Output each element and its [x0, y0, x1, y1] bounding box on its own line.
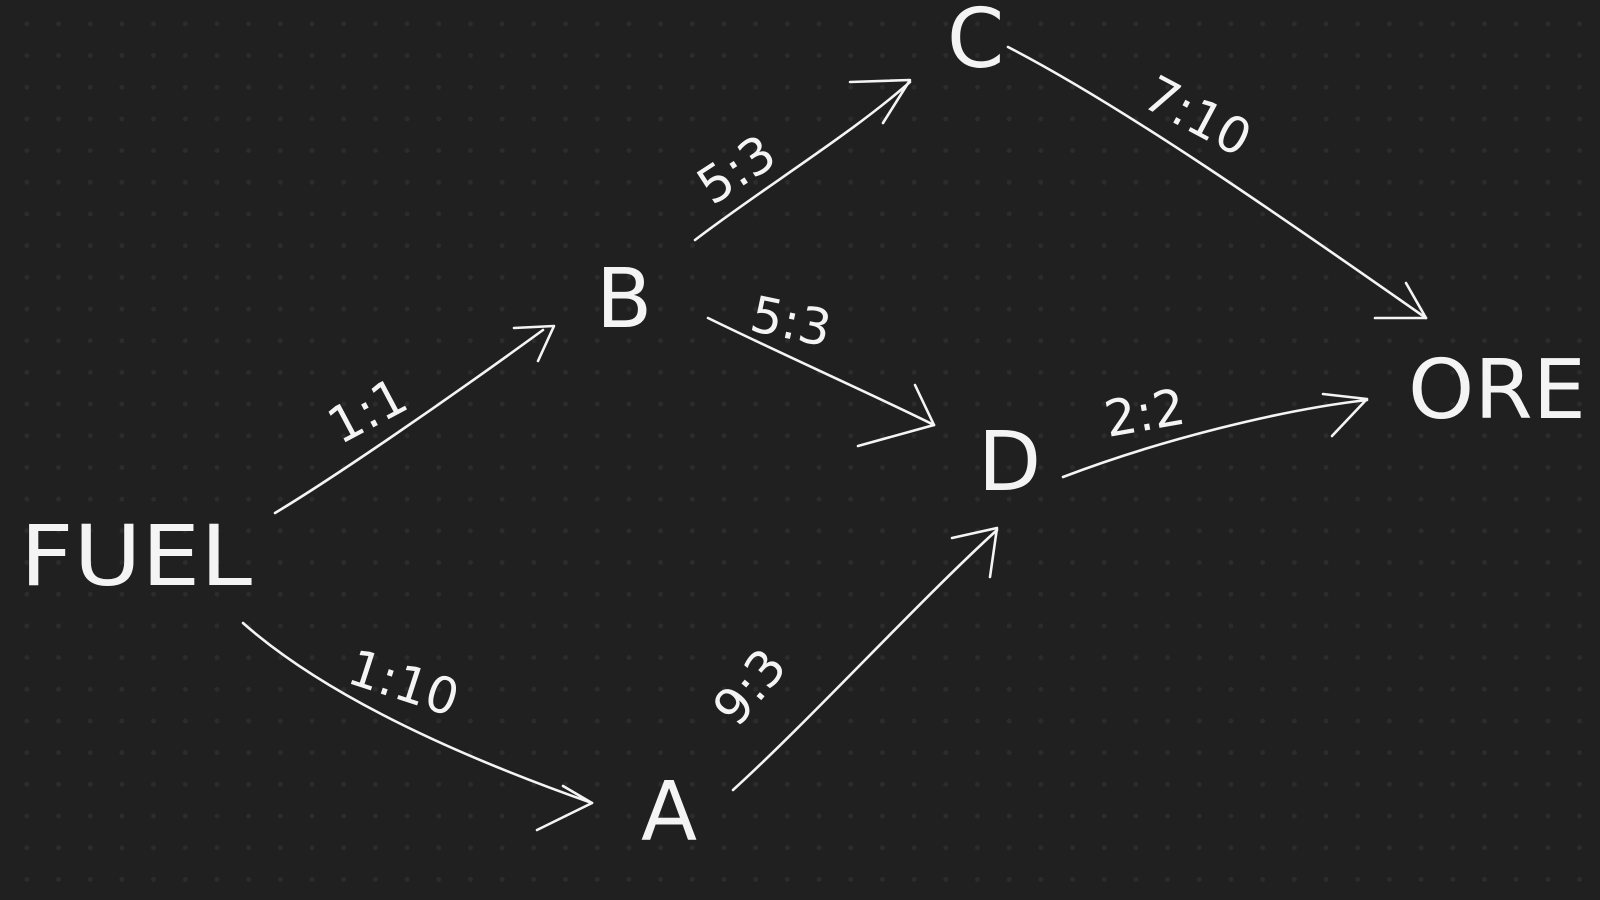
edge-a-d — [731, 528, 999, 792]
arrowhead-fuel-a — [535, 784, 594, 832]
edge-fuel-b — [273, 328, 545, 515]
edge-label-b-c: 5:3 — [687, 124, 786, 216]
arrowhead-b-c — [848, 78, 912, 125]
edge-label-fuel-b: 1:1 — [318, 367, 416, 456]
edge-label-d-ore: 2:2 — [1100, 378, 1189, 449]
edge-label-b-d: 5:3 — [746, 285, 837, 358]
edge-c-ore — [1006, 45, 1428, 320]
node-ore: ORE — [1408, 343, 1586, 438]
edge-label-fuel-a: 1:10 — [341, 638, 466, 728]
edge-b-c — [693, 80, 912, 242]
arrowhead-d-ore — [1321, 392, 1369, 438]
node-d: D — [978, 415, 1041, 510]
edge-d-ore — [1061, 398, 1369, 479]
edge-fuel-a — [241, 621, 594, 805]
arrowhead-a-d — [950, 526, 999, 579]
edge-b-d — [706, 316, 936, 427]
node-b: B — [596, 252, 652, 347]
arrowhead-b-d — [856, 383, 936, 448]
node-c: C — [947, 0, 1004, 87]
node-fuel: FUEL — [20, 507, 252, 605]
edge-label-a-d: 9:3 — [702, 638, 798, 737]
arrowhead-fuel-b — [512, 324, 556, 363]
arrowhead-c-ore — [1373, 281, 1428, 320]
edge-label-c-ore: 7:10 — [1134, 64, 1260, 168]
node-a: A — [641, 765, 697, 860]
